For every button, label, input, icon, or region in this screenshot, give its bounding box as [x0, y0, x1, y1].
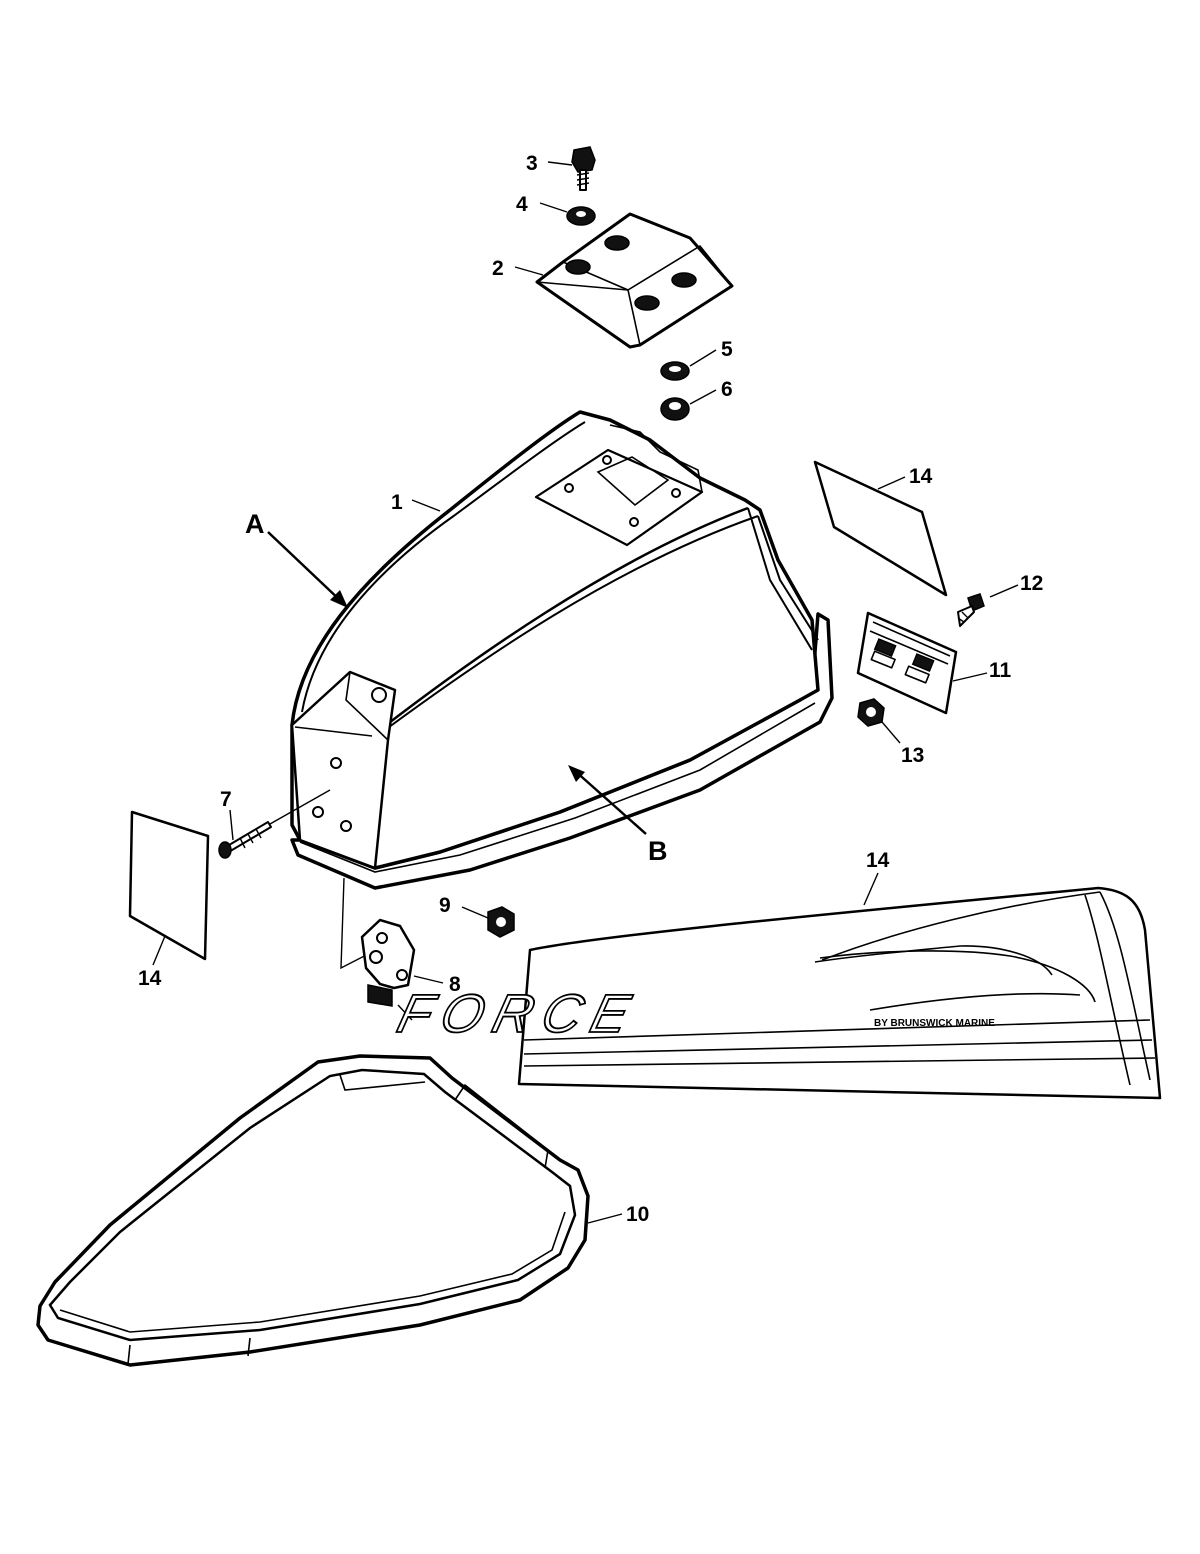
part-2-mounting-plate: [535, 212, 734, 349]
callout-9: 9: [439, 894, 451, 917]
part-8-latch-bracket: [340, 877, 416, 1021]
callout-1: 1: [391, 491, 403, 514]
callout-8: 8: [449, 973, 461, 996]
callout-14-force-decal: 14: [866, 849, 890, 872]
part-11-panel: [856, 611, 958, 715]
view-arrow-a: [267, 531, 348, 608]
part-5-washer: [660, 361, 690, 381]
callout-2: 2: [492, 257, 504, 280]
callout-13: 13: [901, 744, 924, 767]
callout-10: 10: [626, 1203, 649, 1226]
callout-3: 3: [526, 152, 538, 175]
part-14-left-decal: [128, 810, 210, 961]
part-7-screw: [218, 789, 331, 859]
decal-tagline-text: BY BRUNSWICK MARINE: [874, 1018, 995, 1029]
callout-6: 6: [721, 378, 733, 401]
callout-11: 11: [989, 659, 1012, 682]
callout-4: 4: [516, 193, 528, 216]
callout-14-top-right: 14: [909, 465, 933, 488]
view-arrow-b: [568, 765, 647, 835]
view-label-a: A: [245, 509, 265, 539]
part-10-bottom-seal: [36, 1054, 590, 1367]
part-4-washer: [566, 206, 596, 226]
view-label-b: B: [648, 836, 668, 866]
part-12-screw: [957, 593, 985, 627]
part-3-bolt: [571, 146, 596, 191]
part-9-nut: [487, 906, 515, 938]
decal-brand-text: FORCE: [392, 983, 646, 1044]
callout-12: 12: [1020, 572, 1043, 595]
callout-5: 5: [721, 338, 733, 361]
part-6-nut: [660, 397, 690, 421]
part-13-nut: [857, 698, 885, 727]
leader-lines: [152, 161, 1019, 1224]
part-14-top-right-decal: [813, 460, 948, 597]
part-1-top-cowl: [290, 410, 834, 890]
callout-14-left: 14: [138, 967, 162, 990]
callout-7: 7: [220, 788, 232, 811]
part-14-force-decal: FORCE BY BRUNSWICK MARINE: [391, 886, 1162, 1100]
